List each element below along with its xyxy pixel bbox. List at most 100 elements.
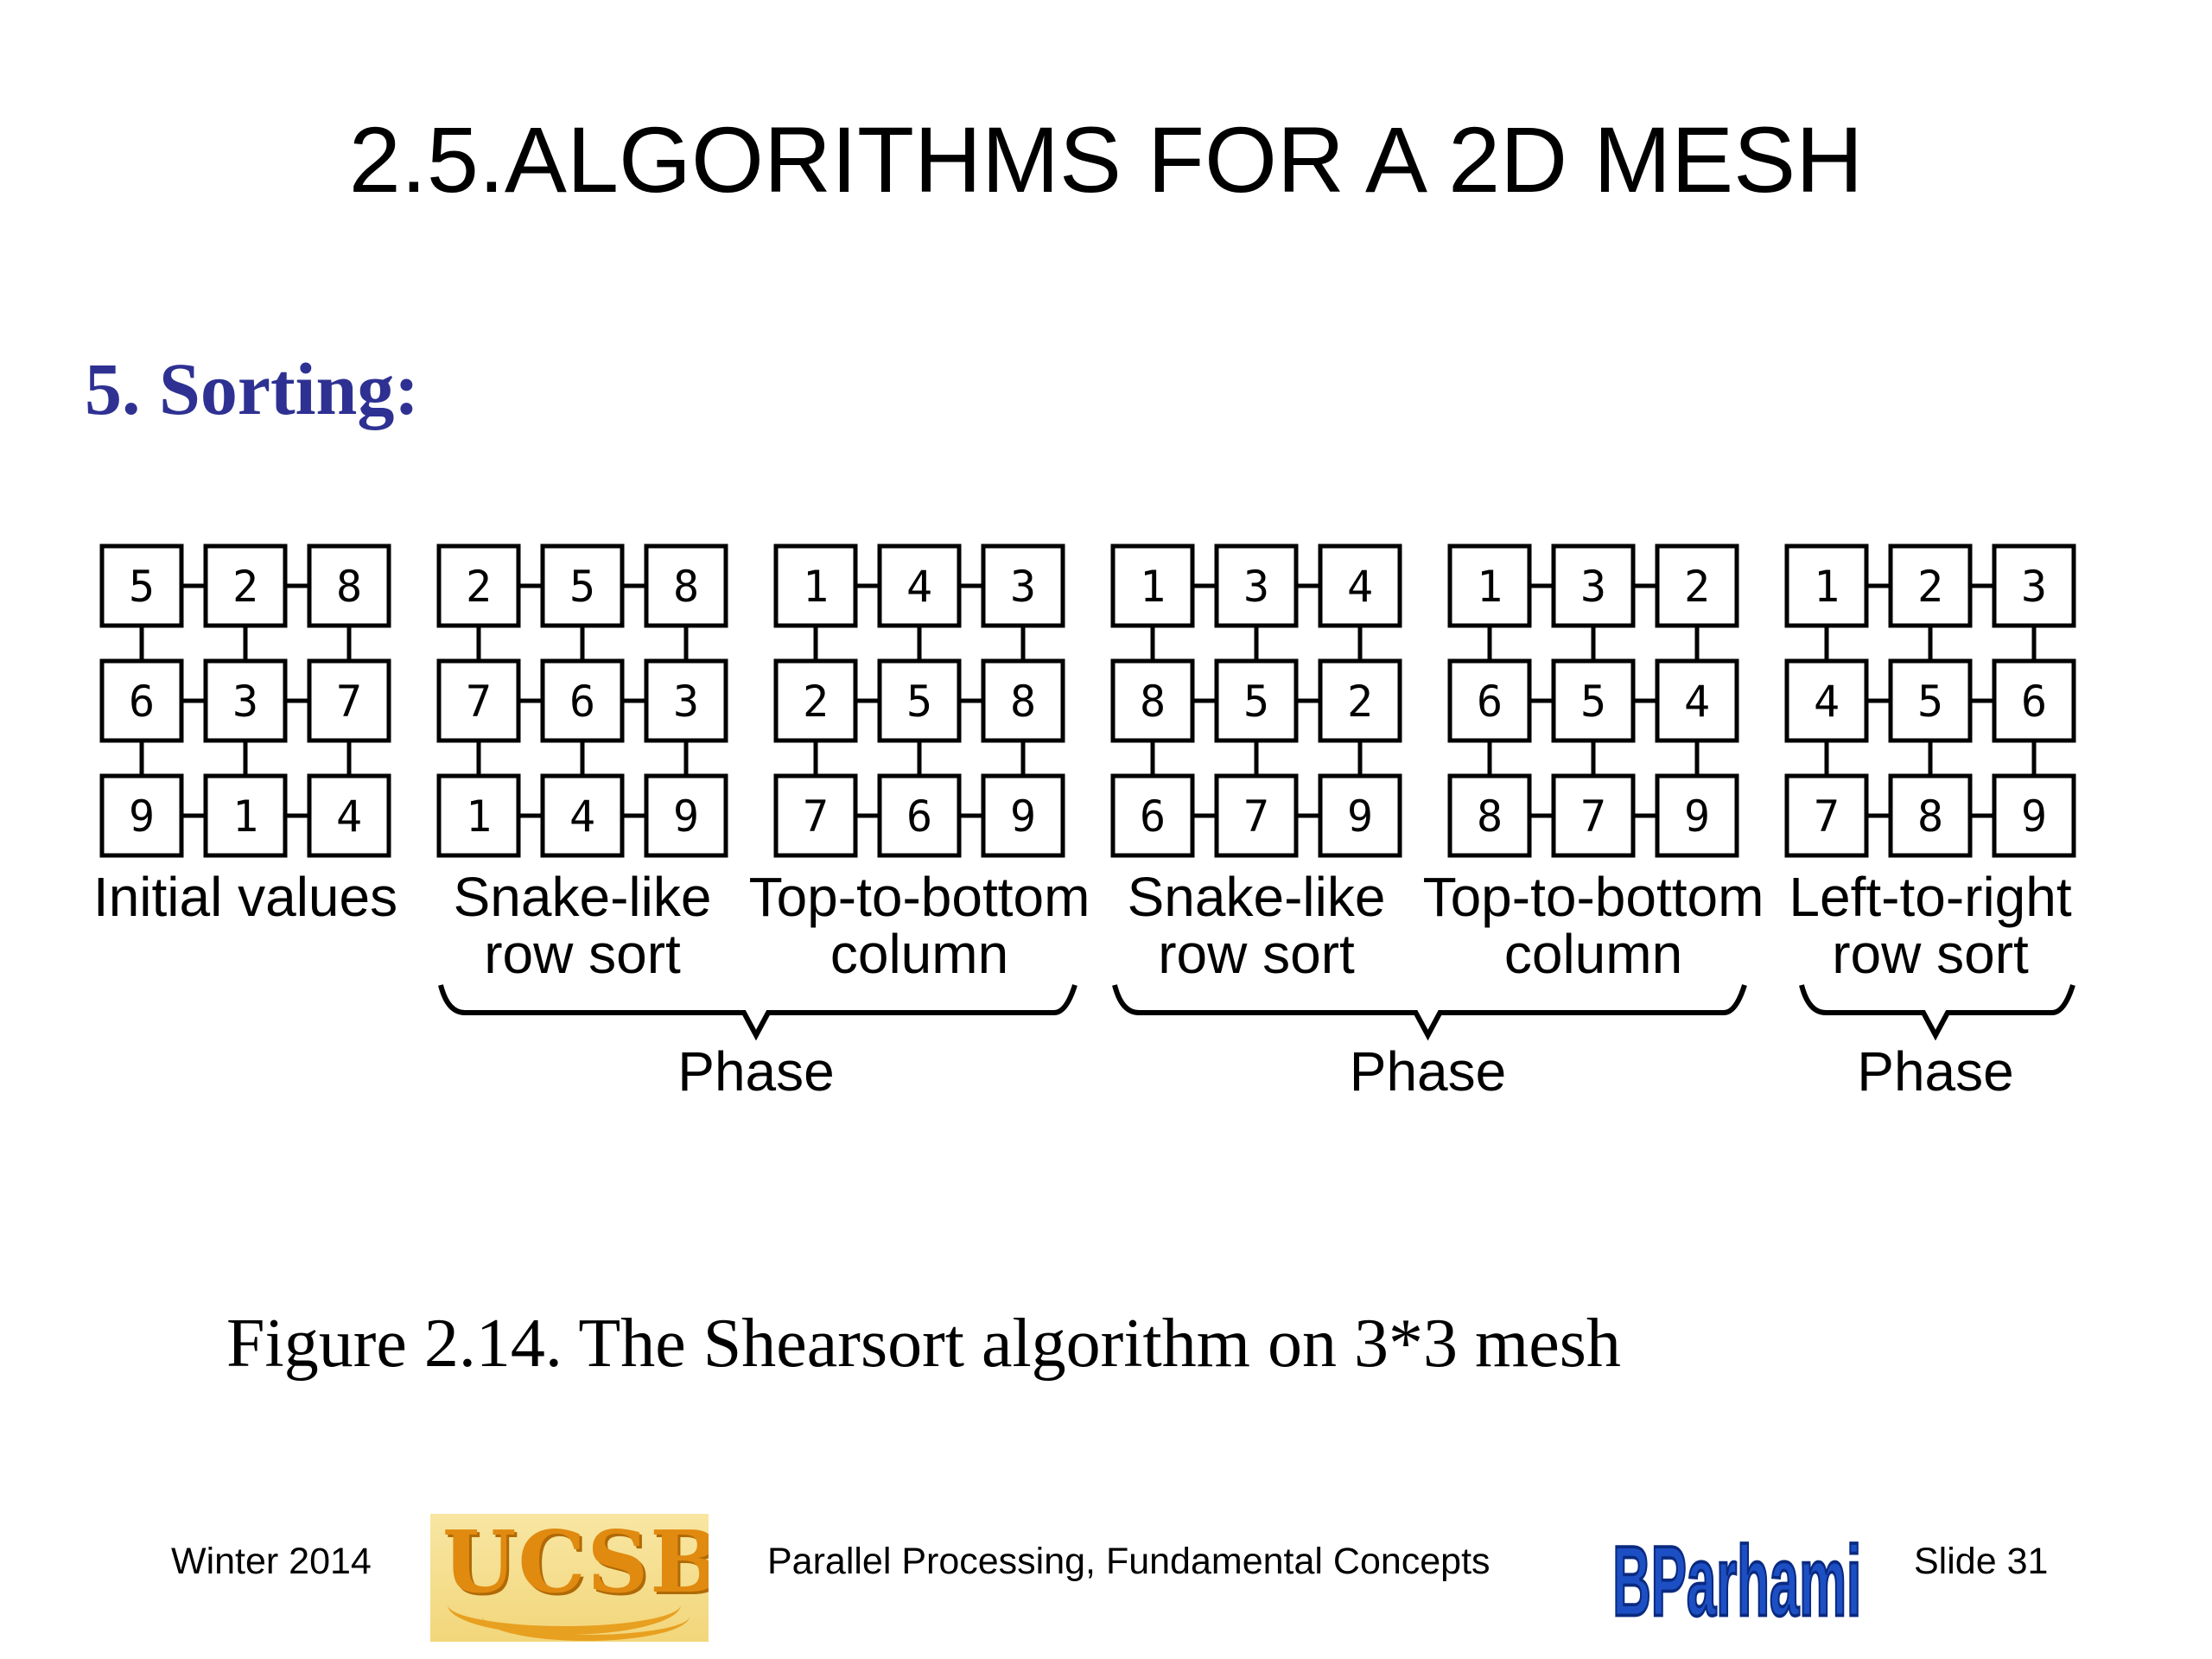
mesh-node xyxy=(540,773,625,858)
mesh-node xyxy=(1888,773,1973,858)
mesh-node-value: 3 xyxy=(2021,562,2047,612)
mesh-node xyxy=(773,658,858,743)
mesh-node-value: 1 xyxy=(466,791,492,842)
mesh-node-value: 9 xyxy=(129,791,155,842)
mesh-node xyxy=(1784,543,1869,628)
mesh-node-value: 5 xyxy=(906,677,932,727)
grid-label: Left-to-right xyxy=(1789,866,2071,928)
mesh-node-value: 7 xyxy=(1580,791,1606,842)
mesh-node-value: 3 xyxy=(232,677,258,727)
mesh-node xyxy=(1447,773,1532,858)
mesh-node xyxy=(1992,543,2076,628)
mesh-node-value: 3 xyxy=(1580,562,1606,612)
grid-label: row sort xyxy=(1158,923,1355,985)
mesh-node-value: 1 xyxy=(232,791,258,842)
bparhami-logo: BParhami xyxy=(1611,1525,1863,1639)
mesh-node-value: 2 xyxy=(1347,677,1373,727)
mesh-node xyxy=(1655,658,1739,743)
mesh-node-value: 5 xyxy=(1917,677,1943,727)
mesh-node xyxy=(1110,658,1195,743)
grid-label: column xyxy=(830,923,1008,985)
grid-label: Top-to-bottom xyxy=(1423,866,1764,928)
mesh-node xyxy=(1992,658,2076,743)
mesh-node-value: 6 xyxy=(1140,791,1166,842)
mesh-node xyxy=(540,543,625,628)
mesh-node-value: 4 xyxy=(1347,562,1373,612)
footer-slide-number: Slide 31 xyxy=(1914,1541,2049,1582)
mesh-node xyxy=(99,658,184,743)
mesh-node xyxy=(436,658,521,743)
mesh-node-value: 7 xyxy=(803,791,829,842)
grid-label: row sort xyxy=(1832,923,2029,985)
mesh-node-value: 8 xyxy=(1917,791,1943,842)
grid-label: Snake-like xyxy=(1128,866,1386,928)
mesh-node xyxy=(981,658,1065,743)
mesh-node xyxy=(1551,773,1636,858)
mesh-node xyxy=(1214,773,1299,858)
mesh-node-value: 4 xyxy=(336,791,362,842)
mesh-node xyxy=(307,658,391,743)
mesh-node-value: 1 xyxy=(1477,562,1503,612)
mesh-node-value: 7 xyxy=(1814,791,1840,842)
mesh-node-value: 2 xyxy=(1917,562,1943,612)
grid-label: Initial values xyxy=(93,866,397,928)
section-heading: 5. Sorting: xyxy=(85,347,419,430)
mesh-node-value: 2 xyxy=(466,562,492,612)
grid-label: Top-to-bottom xyxy=(749,866,1090,928)
mesh-node-value: 1 xyxy=(1814,562,1840,612)
mesh-node-value: 8 xyxy=(1010,677,1036,727)
mesh-node-value: 5 xyxy=(569,562,595,612)
mesh-node xyxy=(1110,773,1195,858)
mesh-node xyxy=(877,773,962,858)
mesh-node-value: 3 xyxy=(673,677,699,727)
mesh-node-value: 2 xyxy=(1684,562,1710,612)
mesh-node-value: 8 xyxy=(673,562,699,612)
mesh-node xyxy=(1214,658,1299,743)
mesh-node xyxy=(1318,773,1402,858)
mesh-node xyxy=(1551,543,1636,628)
mesh-node-value: 9 xyxy=(2021,791,2047,842)
grid-label: row sort xyxy=(484,923,681,985)
mesh-node-value: 1 xyxy=(803,562,829,612)
figure-caption: Figure 2.14. The Shearsort algorithm on … xyxy=(226,1306,1621,1382)
phase-label: Phase xyxy=(677,1040,834,1103)
mesh-node-value: 6 xyxy=(569,677,595,727)
mesh-node xyxy=(1655,773,1739,858)
mesh-node xyxy=(99,543,184,628)
mesh-node xyxy=(644,773,728,858)
mesh-node xyxy=(1447,543,1532,628)
svg-text:BParhami: BParhami xyxy=(1612,1526,1861,1637)
mesh-node xyxy=(644,658,728,743)
phase-label: Phase xyxy=(1857,1040,2013,1103)
footer-term: Winter 2014 xyxy=(171,1541,372,1582)
mesh-node-value: 1 xyxy=(1140,562,1166,612)
mesh-node xyxy=(1447,658,1532,743)
mesh-node-value: 4 xyxy=(906,562,932,612)
mesh-node-value: 2 xyxy=(232,562,258,612)
mesh-node-value: 6 xyxy=(2021,677,2047,727)
mesh-node xyxy=(1992,773,2076,858)
mesh-node-value: 4 xyxy=(1684,677,1710,727)
grid-label: column xyxy=(1504,923,1682,985)
mesh-node xyxy=(436,543,521,628)
mesh-node xyxy=(1110,543,1195,628)
mesh-node xyxy=(203,658,288,743)
mesh-node xyxy=(877,658,962,743)
mesh-node xyxy=(1784,658,1869,743)
mesh-node-value: 2 xyxy=(803,677,829,727)
mesh-node-value: 8 xyxy=(1140,677,1166,727)
mesh-node xyxy=(877,543,962,628)
phase-brace xyxy=(438,984,1077,1041)
mesh-node xyxy=(203,773,288,858)
mesh-node xyxy=(540,658,625,743)
mesh-node-value: 8 xyxy=(1477,791,1503,842)
ucsb-logo: UCSB xyxy=(430,1514,709,1642)
mesh-node-value: 9 xyxy=(1010,791,1036,842)
mesh-node xyxy=(1551,658,1636,743)
mesh-node xyxy=(307,773,391,858)
phase-label: Phase xyxy=(1350,1040,1506,1103)
footer-course-title: Parallel Processing, Fundamental Concept… xyxy=(767,1541,1491,1582)
mesh-node-value: 5 xyxy=(129,562,155,612)
mesh-node-value: 6 xyxy=(129,677,155,727)
